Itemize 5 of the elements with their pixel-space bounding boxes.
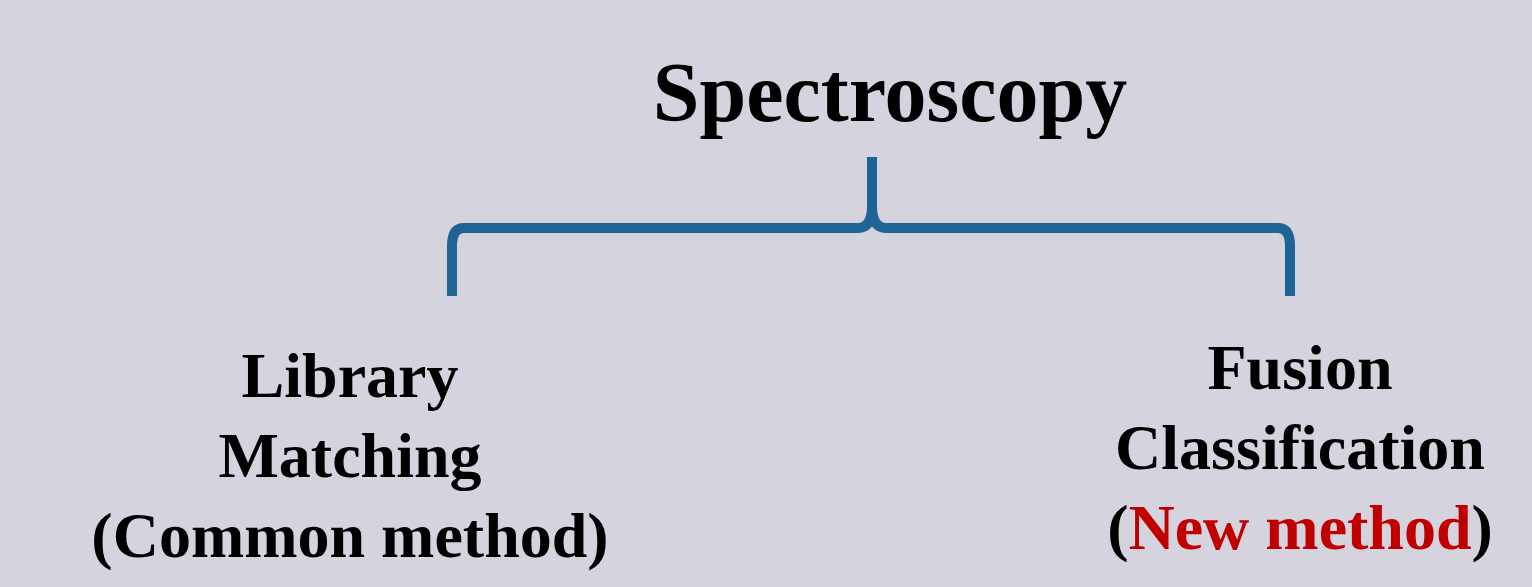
method-note: (Common method) — [91, 499, 609, 573]
method-name: Library Matching — [217, 339, 483, 493]
method-note: (New method) — [1107, 491, 1493, 565]
title-text: Spectroscopy — [652, 44, 1128, 141]
method-name: Fusion Classification — [1114, 331, 1486, 485]
